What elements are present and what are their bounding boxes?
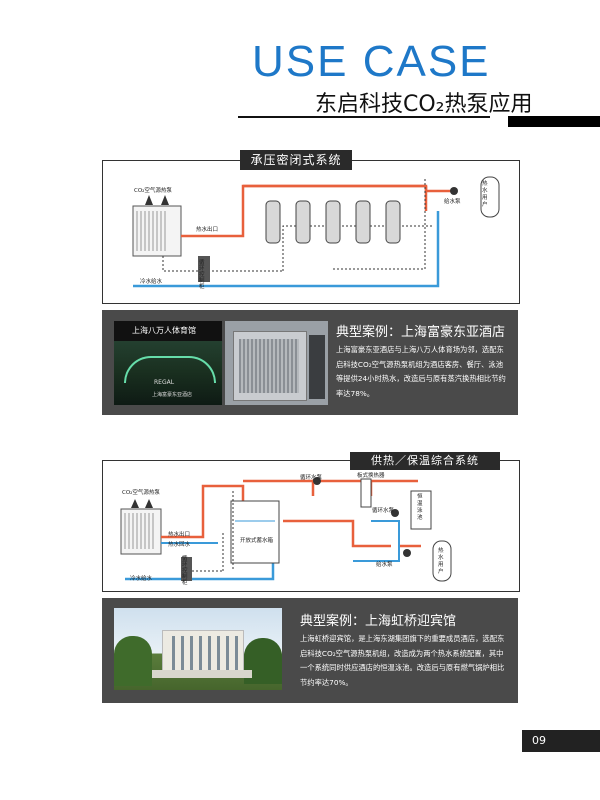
s2-circ-pump2-label: 循环水泵: [372, 508, 395, 514]
case-card-2: 典型案例：上海虹桥迎宾馆 上海虹桥迎宾馆，是上海东湖集团旗下的重要成员酒店，选配…: [102, 598, 518, 703]
case-card-1: 上海八万人体育馆 REGAL 上海富豪东亚酒店 典型案例：上海富豪东亚酒店 上海…: [102, 310, 518, 415]
case2-title: 典型案例：上海虹桥迎宾馆: [300, 614, 457, 629]
s2-circ-pump-label: 循环水泵: [300, 475, 323, 481]
pressurized-system-diagram: [132, 176, 500, 288]
hongqiao-hotel-photo: [114, 608, 282, 690]
heat-pump-unit: [132, 195, 182, 257]
page-number: 09: [522, 730, 600, 752]
regal-hotel-name: 上海富豪东亚酒店: [152, 392, 193, 398]
regal-logo-text: REGAL: [154, 379, 175, 386]
case1-text: 上海富豪东亚酒店与上海八万人体育场为邻，选配东启科技CO₂空气源热泵机组为酒店客…: [336, 345, 506, 398]
diagram-panel-1: [102, 160, 520, 304]
s2-hot-return-label: 热水回水: [168, 542, 191, 548]
feed-pump-icon-2: [403, 549, 411, 557]
diagram-panel-2: [102, 460, 520, 592]
header-title: USE CASE: [252, 40, 491, 84]
heat-pump-unit-2: [120, 499, 162, 555]
section1-tab: 承压密闭式系统: [240, 150, 352, 170]
section2-tab: 供热／保温综合系统: [350, 452, 500, 470]
s1-user-label: 热水用户: [482, 181, 488, 208]
heat-pump-photo: [225, 321, 328, 405]
s1-module-label: 循环控制柜: [199, 260, 205, 290]
header-subtitle: 东启科技CO₂热泵应用: [315, 92, 533, 117]
s2-pool-label: 恒温泳池: [417, 494, 423, 521]
s2-cold-in-label: 冷水给水: [130, 576, 153, 582]
case1-title: 典型案例：上海富豪东亚酒店: [336, 325, 506, 340]
stadium-sign: 上海八万人体育馆: [132, 326, 196, 335]
s1-hot-out-label: 热水出口: [196, 227, 219, 233]
feed-pump-icon: [450, 187, 458, 195]
s2-tank-label: 开放式蓄水箱: [240, 538, 274, 544]
s1-unit-label: CO₂空气源热泵: [134, 188, 172, 194]
hotel-stadium-photo: 上海八万人体育馆 REGAL 上海富豪东亚酒店: [114, 321, 222, 405]
header-rule: [238, 116, 490, 118]
s2-pump-label: 给水泵: [376, 562, 393, 568]
s1-pump-label: 给水泵: [444, 199, 461, 205]
storage-tanks: [265, 200, 401, 244]
header-black-block: [508, 116, 600, 127]
s2-module-label: 循环控制柜: [182, 556, 188, 586]
heating-insulation-diagram: [120, 477, 452, 582]
s2-hot-out-label: 热水出口: [168, 532, 191, 538]
s1-cold-in-label: 冷水给水: [140, 279, 163, 285]
s2-user-label: 热水用户: [438, 548, 444, 575]
case2-text: 上海虹桥迎宾馆，是上海东湖集团旗下的重要成员酒店，选配东启科技CO₂空气源热泵机…: [300, 634, 505, 687]
s2-hx-label: 板式换热器: [357, 473, 385, 479]
s2-unit-label: CO₂空气源热泵: [122, 490, 160, 496]
circulation-pump-icon: [313, 477, 321, 485]
